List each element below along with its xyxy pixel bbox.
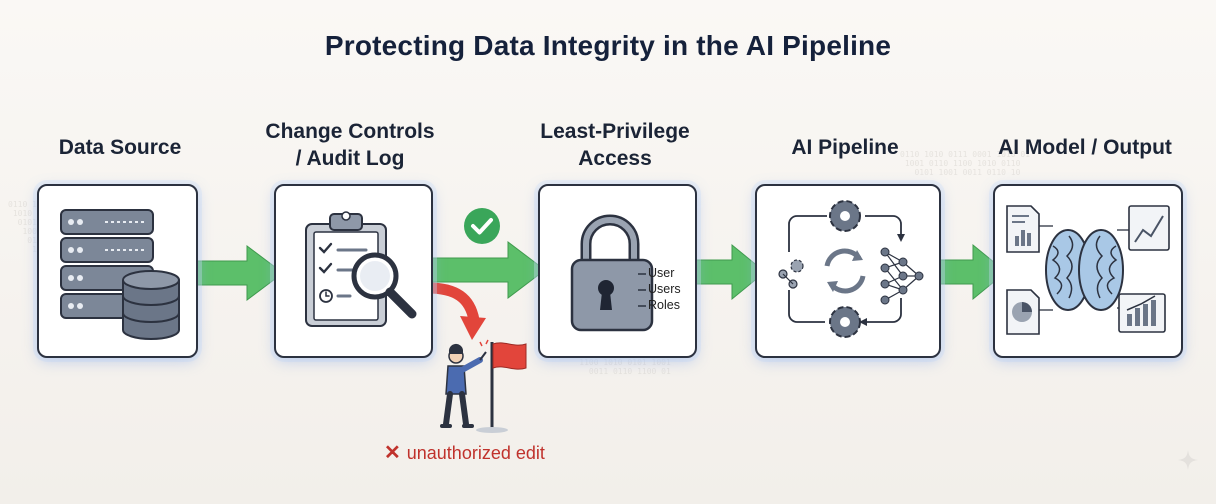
- binary-background-right: 0110 1010 0111 0001 1010 01 1001 0110 11…: [900, 150, 1031, 177]
- stage-label-change-controls: Change Controls / Audit Log: [240, 118, 460, 172]
- brain-reports-icon: [1006, 205, 1170, 335]
- deviation-arrow-icon: [427, 282, 486, 340]
- pipeline-cycle-icon: [778, 200, 924, 338]
- stage-label-line: / Audit Log: [295, 147, 405, 170]
- flow-arrow-3: [692, 243, 766, 301]
- card-data-source: [37, 184, 198, 358]
- clipboard-audit-icon: [305, 211, 417, 327]
- person-flag-icon: [440, 339, 527, 433]
- gear-icon-top: [829, 200, 861, 232]
- stage-label-ai-pipeline: AI Pipeline: [750, 134, 940, 161]
- stage-label-line: Access: [578, 147, 652, 170]
- check-badge-icon: [464, 208, 500, 244]
- role-label-users: Users: [648, 282, 681, 296]
- sparkle-icon: [1178, 450, 1198, 470]
- alert-text: unauthorized edit: [406, 443, 545, 463]
- card-ai-pipeline: [755, 184, 941, 358]
- bar-chart-report-icon: [1118, 293, 1166, 333]
- flow-arrow-4: [937, 243, 1007, 301]
- unauthorized-edit-alert: ✕unauthorized edit: [384, 440, 545, 465]
- role-label-roles: Roles: [648, 298, 680, 312]
- page-title: Protecting Data Integrity in the AI Pipe…: [324, 30, 892, 61]
- document-chart-icon: [1006, 205, 1040, 253]
- card-change-controls: [274, 184, 433, 358]
- card-ai-model: [993, 184, 1183, 358]
- card-least-privilege: User Users Roles: [538, 184, 697, 358]
- role-label-user: User: [648, 266, 675, 280]
- stage-label-line: AI Model / Output: [998, 136, 1172, 159]
- stage-label-data-source: Data Source: [30, 134, 210, 161]
- stage-label-ai-model: AI Model / Output: [975, 134, 1195, 161]
- padlock-icon: [570, 214, 654, 332]
- line-chart-report-icon: [1128, 205, 1170, 251]
- x-mark-icon: ✕: [384, 442, 401, 464]
- server-database-icon: [60, 209, 180, 340]
- stage-label-line: Least-Privilege: [540, 120, 690, 143]
- stage-label-line: Change Controls: [265, 120, 435, 143]
- stage-label-least-privilege: Least-Privilege Access: [510, 118, 720, 172]
- flow-arrow-2: [428, 240, 546, 300]
- brain-icon: [1045, 229, 1124, 311]
- flow-arrow-1: [195, 245, 284, 301]
- document-pie-icon: [1006, 289, 1040, 335]
- stage-label-line: Data Source: [58, 136, 182, 159]
- stage-label-line: AI Pipeline: [791, 136, 899, 159]
